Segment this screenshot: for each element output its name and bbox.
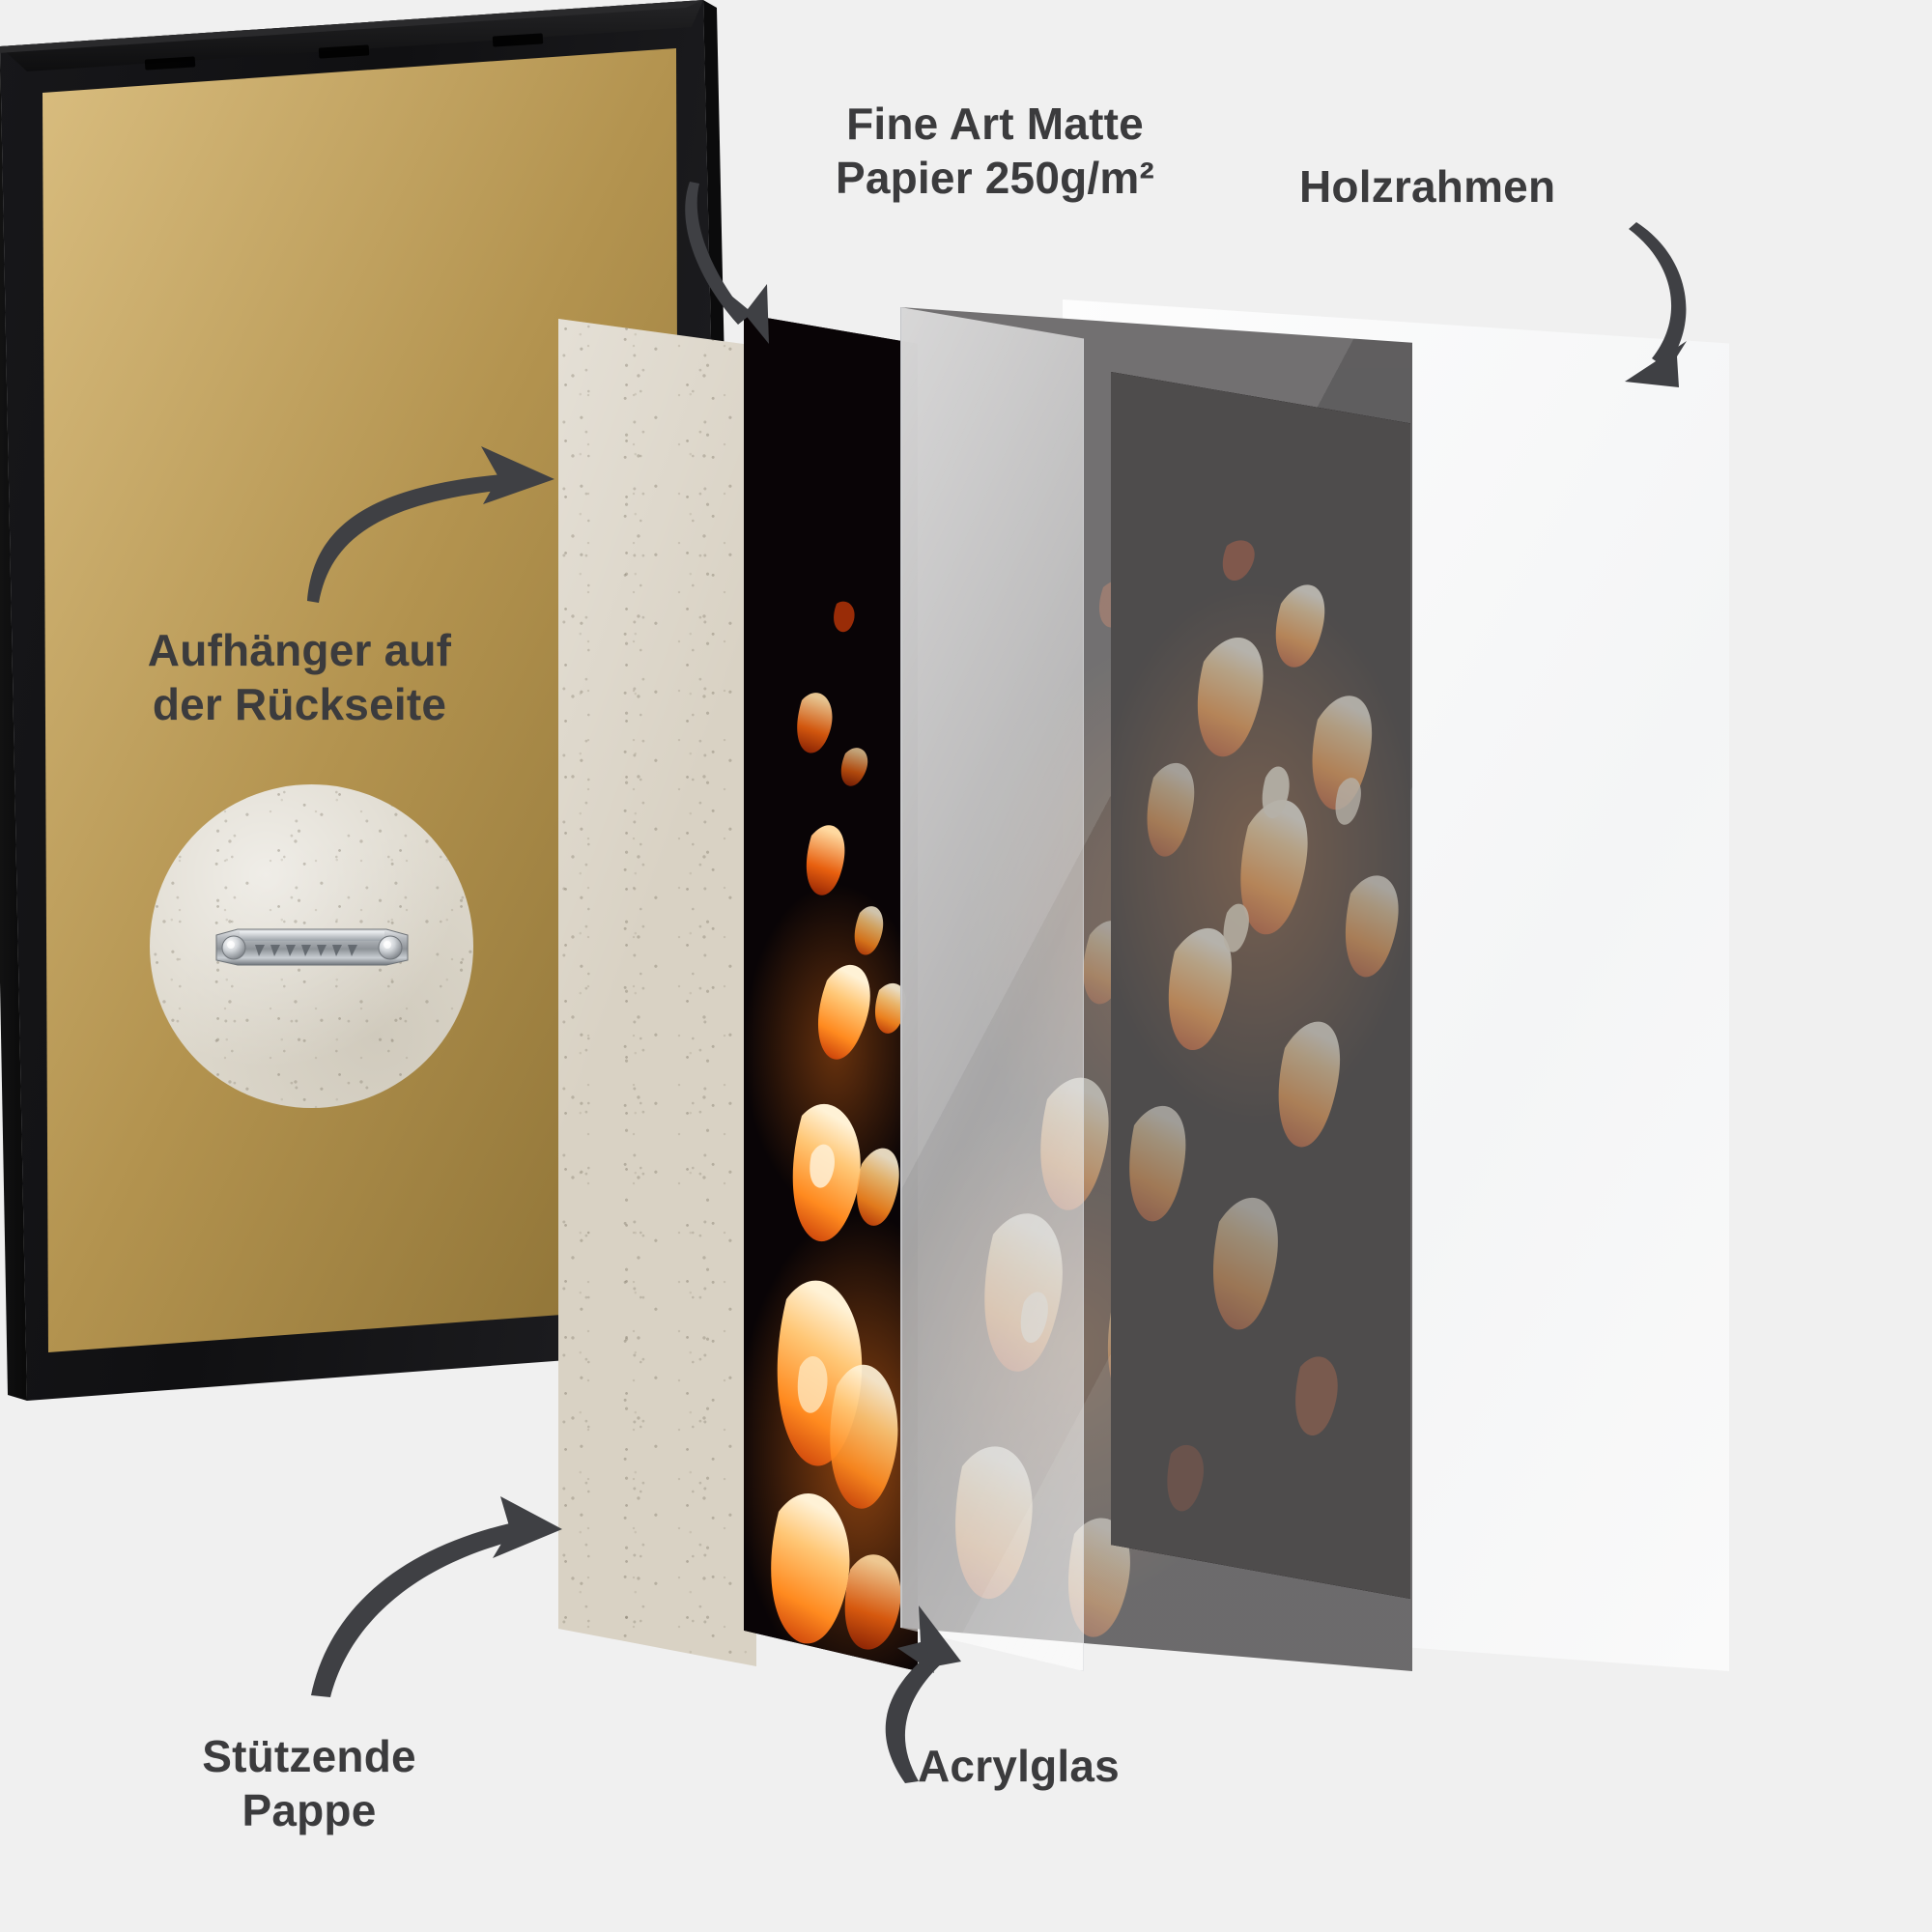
artwork-inside-frame [1111, 372, 1410, 1599]
label-acrylic-glass: Acrylglas [918, 1741, 1120, 1791]
layer-supporting-cardboard [558, 319, 756, 1666]
layer-fine-art-print [744, 314, 918, 1671]
label-paper: Fine Art Matte Papier 250g/m² [835, 99, 1155, 204]
hanger-detail-circle [150, 784, 473, 1108]
label-hanger: Aufhänger auf der Rückseite [147, 625, 452, 730]
label-frame: Holzrahmen [1299, 161, 1556, 212]
cardboard-texture [558, 319, 756, 1666]
sawtooth-hanger-icon [215, 928, 408, 965]
label-cardboard: Stützende Pappe [202, 1731, 416, 1836]
flame-artwork-left [744, 314, 918, 1671]
layer-acrylic-glass [900, 307, 1084, 1671]
framed-glass-tint [1111, 372, 1410, 1599]
